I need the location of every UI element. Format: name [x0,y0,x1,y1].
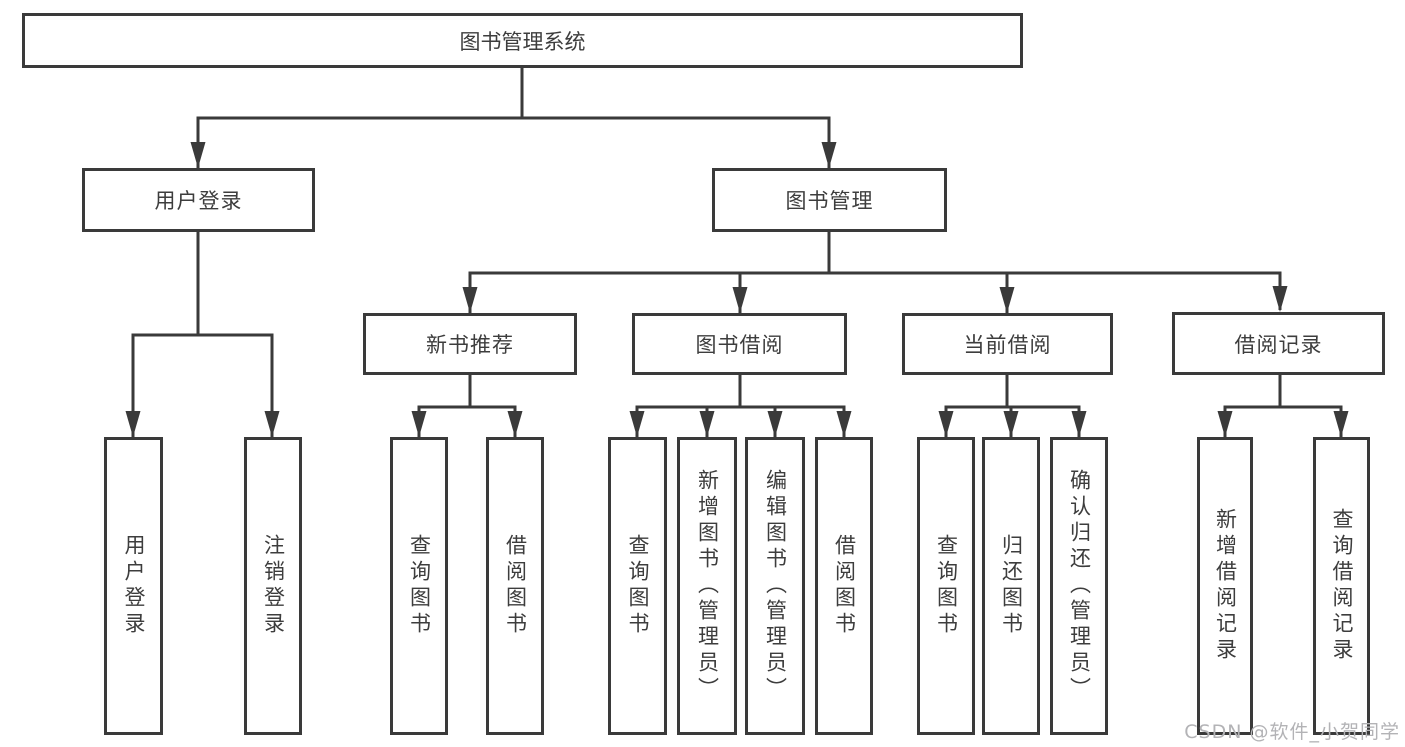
leaf-label: 确认归还（管理员） [1067,469,1092,703]
leaf-return-book: 归还图书 [982,437,1040,735]
arrowhead [1333,411,1349,437]
leaf-query-borrow-record: 查询借阅记录 [1313,437,1370,735]
node-label: 图书管理 [785,189,874,213]
node-borrow-records: 借阅记录 [1172,312,1385,375]
arrowhead [125,411,141,437]
leaf-borrow-books-recommend: 借阅图书 [486,437,544,735]
node-label: 新书推荐 [426,333,514,357]
arrowhead [264,411,280,437]
node-user-login: 用户登录 [82,168,315,232]
arrowhead [1071,411,1087,437]
node-current-borrow: 当前借阅 [902,313,1113,375]
leaf-logout-login: 注销登录 [244,437,302,735]
leaf-label: 查询图书 [407,534,432,638]
leaf-label: 新增借阅记录 [1213,508,1238,664]
arrowhead [821,142,837,168]
connector-book-borrow-split [635,375,846,437]
leaf-label: 编辑图书（管理员） [763,469,788,703]
leaf-label: 注销登录 [261,534,286,638]
leaf-label: 查询借阅记录 [1330,508,1354,664]
arrowhead [836,411,852,437]
node-book-management: 图书管理 [712,168,947,232]
arrowhead [629,411,645,437]
leaf-label: 借阅图书 [832,534,857,638]
leaf-add-borrow-record: 新增借阅记录 [1197,437,1253,735]
connector-borrow-record-split [1223,375,1343,437]
leaf-label: 新增图书（管理员） [695,469,720,703]
node-label: 图书借阅 [695,333,784,357]
leaf-query-books-current: 查询图书 [917,437,975,735]
arrowhead [938,411,954,437]
arrowhead [1272,286,1288,312]
connector-user-login-split [131,232,274,437]
arrowhead [411,411,427,437]
leaf-user-login: 用户登录 [104,437,163,735]
leaf-add-book-admin: 新增图书（管理员） [677,437,737,735]
arrowhead [1217,411,1233,437]
leaf-label: 借阅图书 [503,534,528,638]
arrowhead [462,287,478,313]
leaf-query-books-recommend: 查询图书 [390,437,448,735]
leaf-label: 查询图书 [626,534,650,638]
connector-new-book-split [417,375,517,437]
arrowhead [767,411,783,437]
node-book-borrow: 图书借阅 [632,313,847,375]
node-label: 当前借阅 [963,333,1052,357]
leaf-borrow-books: 借阅图书 [815,437,873,735]
connector-book-mgmt-split [468,232,1282,313]
arrowhead [190,142,206,168]
arrowheads [125,142,1349,437]
arrowhead [999,287,1015,313]
node-label: 图书管理系统 [459,29,586,54]
node-label: 借阅记录 [1234,332,1323,357]
leaf-confirm-return-admin: 确认归还（管理员） [1050,437,1108,735]
leaf-query-books-borrow: 查询图书 [608,437,667,735]
arrowhead [1003,411,1019,437]
arrowhead [699,411,715,437]
arrowhead [732,287,748,313]
arrowhead [507,411,523,437]
leaf-label: 查询图书 [934,534,959,638]
leaf-edit-book-admin: 编辑图书（管理员） [745,437,805,735]
leaf-label: 归还图书 [999,534,1024,638]
leaf-label: 用户登录 [122,534,146,638]
connector-root-split [196,68,831,168]
node-library-management-system: 图书管理系统 [22,13,1023,68]
node-label: 用户登录 [154,189,243,213]
node-new-book-recommend: 新书推荐 [363,313,577,375]
